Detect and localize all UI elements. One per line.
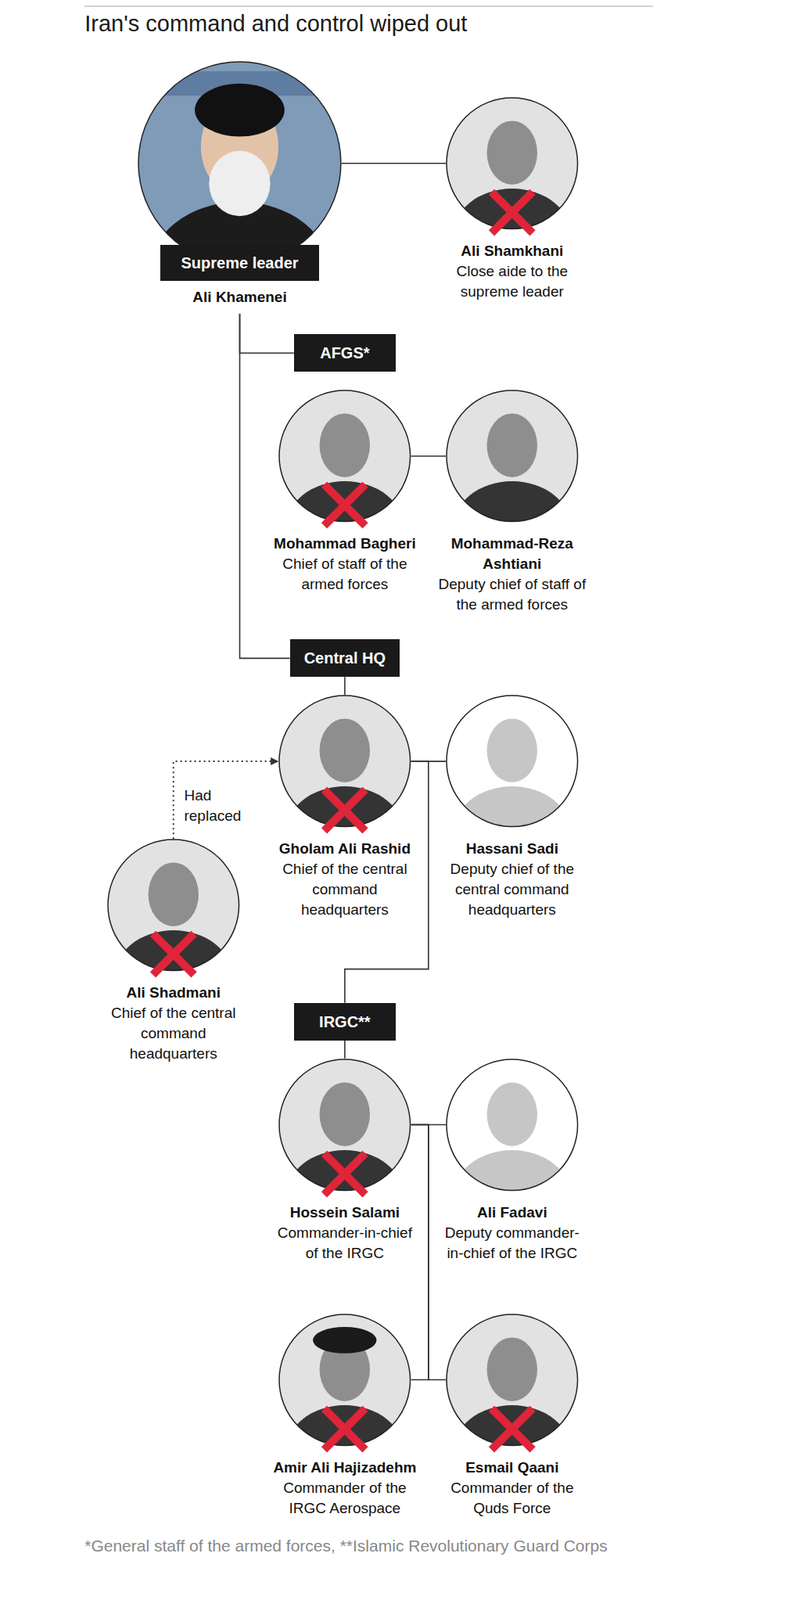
person-name: Mohammad Bagheri xyxy=(270,533,420,554)
person-caption: Amir Ali HajizadehmCommander of the IRGC… xyxy=(270,1456,420,1518)
portrait xyxy=(445,96,579,230)
connector xyxy=(240,313,295,353)
rank-tag: IRGC** xyxy=(294,1002,396,1041)
person-node: Ali ShadmaniChief of the central command… xyxy=(107,838,241,972)
rank-tag: AFGS* xyxy=(294,333,396,372)
person-caption: Ali ShamkhaniClose aide to the supreme l… xyxy=(437,240,587,302)
person-name: Ali Khamenei xyxy=(138,287,342,308)
killed-mark xyxy=(491,1407,534,1450)
killed-mark xyxy=(324,1407,367,1450)
person-role: Chief of staff of the armed forces xyxy=(270,553,420,595)
tag-label: Central HQ xyxy=(304,647,386,668)
person-role: Deputy chief of staff of the armed force… xyxy=(437,574,587,615)
person-node: Ali FadaviDeputy commander-in-chief of t… xyxy=(445,1058,579,1192)
person-role: Chief of the central command headquarter… xyxy=(270,858,420,920)
person-role: Deputy chief of the central command head… xyxy=(437,858,587,920)
killed-mark xyxy=(324,789,367,832)
portrait xyxy=(107,838,241,972)
killed-mark xyxy=(491,191,534,234)
portrait xyxy=(278,1313,412,1447)
person-node: Ali ShamkhaniClose aide to the supreme l… xyxy=(445,96,579,230)
person-name: Mohammad-Reza Ashtiani xyxy=(437,533,587,575)
person-name: Hassani Sadi xyxy=(437,838,587,859)
tag-label: AFGS* xyxy=(308,342,382,363)
person-name: Esmail Qaani xyxy=(437,1456,587,1478)
person-caption: Mohammad-Reza AshtianiDeputy chief of st… xyxy=(437,533,587,615)
connector xyxy=(411,1123,446,1379)
person-node: Gholam Ali RashidChief of the central co… xyxy=(278,694,412,828)
person-caption: Ali FadaviDeputy commander-in-chief of t… xyxy=(437,1202,587,1264)
tag-label: IRGC** xyxy=(308,1011,382,1032)
person-caption: Esmail QaaniCommander of the Quds Force xyxy=(437,1456,587,1518)
person-node: Esmail QaaniCommander of the Quds Force xyxy=(445,1313,579,1447)
person-node: Supreme leaderAli Khamenei xyxy=(137,61,342,266)
killed-mark xyxy=(324,484,367,527)
portrait xyxy=(445,694,579,828)
person-name: Gholam Ali Rashid xyxy=(270,838,420,859)
person-name: Ali Fadavi xyxy=(437,1202,587,1223)
connector xyxy=(344,1040,346,1059)
person-name: Amir Ali Hajizadehm xyxy=(270,1456,420,1478)
portrait xyxy=(137,61,342,266)
person-name: Ali Shadmani xyxy=(99,982,248,1003)
person-caption: Gholam Ali RashidChief of the central co… xyxy=(270,838,420,920)
connector xyxy=(411,1123,429,1379)
connector xyxy=(173,760,279,839)
person-caption: Hassani SadiDeputy chief of the central … xyxy=(437,838,587,920)
portrait xyxy=(278,1058,412,1192)
person-node: Amir Ali HajizadehmCommander of the IRGC… xyxy=(278,1313,412,1447)
person-node: Mohammad BagheriChief of staff of the ar… xyxy=(278,389,412,523)
person-node: Hossein SalamiCommander-in-chief of the … xyxy=(278,1058,412,1192)
person-caption: Hossein SalamiCommander-in-chief of the … xyxy=(270,1202,420,1264)
edge-label: Had replaced xyxy=(182,785,253,826)
title-tag: Supreme leader xyxy=(160,244,319,281)
person-role: Close aide to the supreme leader xyxy=(437,261,587,302)
connector xyxy=(411,455,446,457)
person-caption: Mohammad BagheriChief of staff of the ar… xyxy=(270,533,420,595)
chart-title: Iran's command and control wiped out xyxy=(84,9,467,38)
person-node: Mohammad-Reza AshtianiDeputy chief of st… xyxy=(445,389,579,523)
portrait xyxy=(278,389,412,523)
person-role: Commander of the IRGC Aerospace xyxy=(270,1477,420,1518)
person-caption: Supreme leaderAli Khamenei xyxy=(138,244,342,308)
person-role: Deputy commander-in-chief of the IRGC xyxy=(437,1222,587,1264)
killed-mark xyxy=(324,1152,367,1195)
person-node: Hassani SadiDeputy chief of the central … xyxy=(445,694,579,828)
connector xyxy=(341,162,446,165)
portrait xyxy=(278,694,412,828)
portrait xyxy=(445,1313,579,1447)
person-role: Commander of the Quds Force xyxy=(437,1477,587,1518)
person-caption: Ali ShadmaniChief of the central command… xyxy=(99,982,248,1064)
connector xyxy=(344,676,346,695)
person-role: Commander-in-chief of the IRGC xyxy=(270,1222,420,1264)
portrait xyxy=(445,389,579,523)
person-name: Ali Shamkhani xyxy=(437,240,587,262)
killed-mark xyxy=(152,933,194,975)
person-role: Chief of the central command headquarter… xyxy=(99,1002,248,1064)
connector xyxy=(240,313,291,658)
footnote: *General staff of the armed forces, **Is… xyxy=(84,1534,654,1557)
portrait xyxy=(445,1058,579,1192)
person-name: Hossein Salami xyxy=(270,1202,420,1223)
rank-tag: Central HQ xyxy=(290,638,400,677)
